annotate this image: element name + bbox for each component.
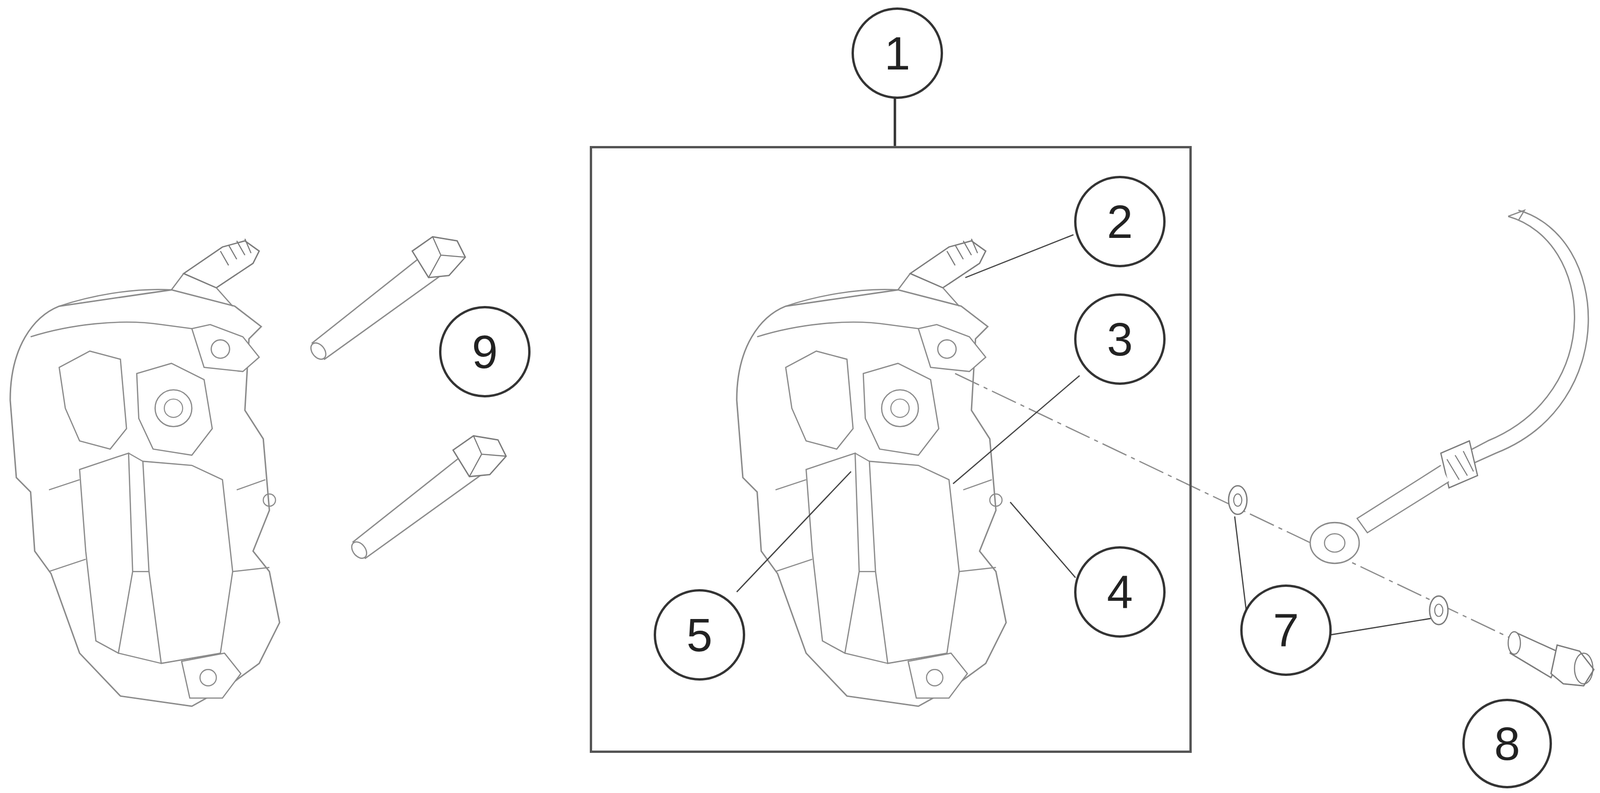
callout-number: 5 (686, 611, 713, 659)
callout-circle: 7 (1240, 584, 1332, 677)
callout-circle: 8 (1462, 698, 1552, 789)
callout-circle: 4 (1074, 546, 1166, 638)
callout-number: 2 (1106, 198, 1133, 245)
callout-number: 4 (1106, 568, 1133, 616)
callout-circle: 9 (439, 306, 531, 398)
callout-number: 9 (471, 328, 498, 376)
callout-circle: 3 (1074, 293, 1166, 385)
callout-number: 8 (1494, 720, 1521, 768)
callout-number: 7 (1272, 607, 1300, 654)
callout-circle: 5 (653, 589, 746, 681)
callout-number: 1 (851, 7, 944, 99)
assembly-box: 12345 (589, 146, 1192, 754)
callout-circle: 2 (1074, 175, 1166, 268)
callout-number: 3 (1106, 315, 1133, 363)
